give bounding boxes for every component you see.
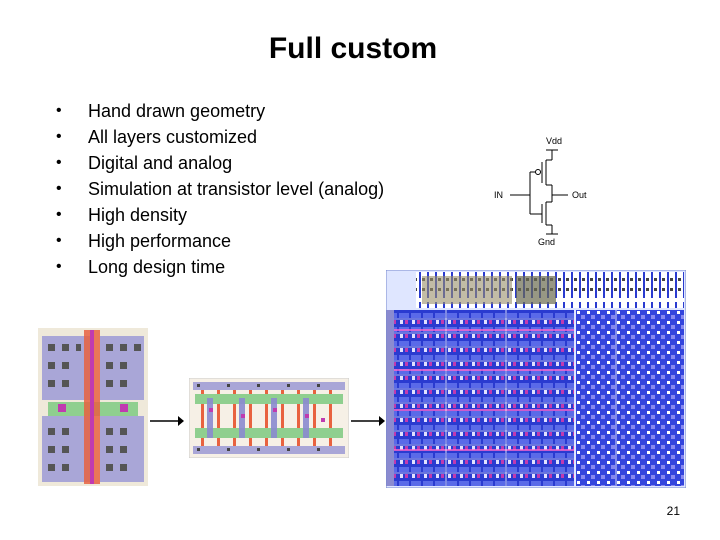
bullet-icon: •: [56, 258, 62, 275]
bullet-list: • Hand drawn geometry • All layers customi…: [56, 98, 384, 280]
bullet-item: • All layers customized: [56, 124, 384, 150]
bullet-text: Simulation at transistor level (analog): [88, 179, 385, 199]
gate-row-layout-image: [189, 378, 349, 458]
bullet-item: • Long design time: [56, 254, 384, 280]
bullet-item: • Simulation at transistor level (analog): [56, 176, 384, 202]
chip-layout-image: [386, 270, 686, 488]
bullet-icon: •: [56, 232, 62, 249]
arrow-icon: [150, 416, 184, 426]
bullet-text: High performance: [88, 231, 232, 251]
bullet-icon: •: [56, 128, 62, 145]
page-number: 21: [666, 504, 680, 518]
vdd-label: Vdd: [546, 136, 562, 146]
bullet-icon: •: [56, 154, 62, 171]
bullet-icon: •: [56, 180, 62, 197]
bullet-item: • High density: [56, 202, 384, 228]
slide-title: Full custom: [268, 32, 438, 65]
contact-array: [48, 344, 141, 471]
in-label: IN: [494, 190, 503, 200]
bullet-item: • High performance: [56, 228, 384, 254]
bullet-icon: •: [56, 206, 62, 223]
bullet-text: Long design time: [88, 257, 226, 277]
inverter-schematic: Vdd IN Out Gnd: [494, 136, 587, 247]
bullet-text: Digital and analog: [88, 153, 233, 173]
out-label: Out: [572, 190, 587, 200]
bullet-item: • Digital and analog: [56, 150, 384, 176]
arrow-icon: [351, 416, 385, 426]
cell-layout-image: [38, 328, 148, 486]
bullet-item: • Hand drawn geometry: [56, 98, 384, 124]
bullet-text: All layers customized: [88, 127, 258, 147]
gnd-label: Gnd: [538, 237, 555, 247]
bullet-icon: •: [56, 102, 62, 119]
bullet-text: High density: [88, 205, 188, 225]
bullet-text: Hand drawn geometry: [88, 101, 266, 121]
